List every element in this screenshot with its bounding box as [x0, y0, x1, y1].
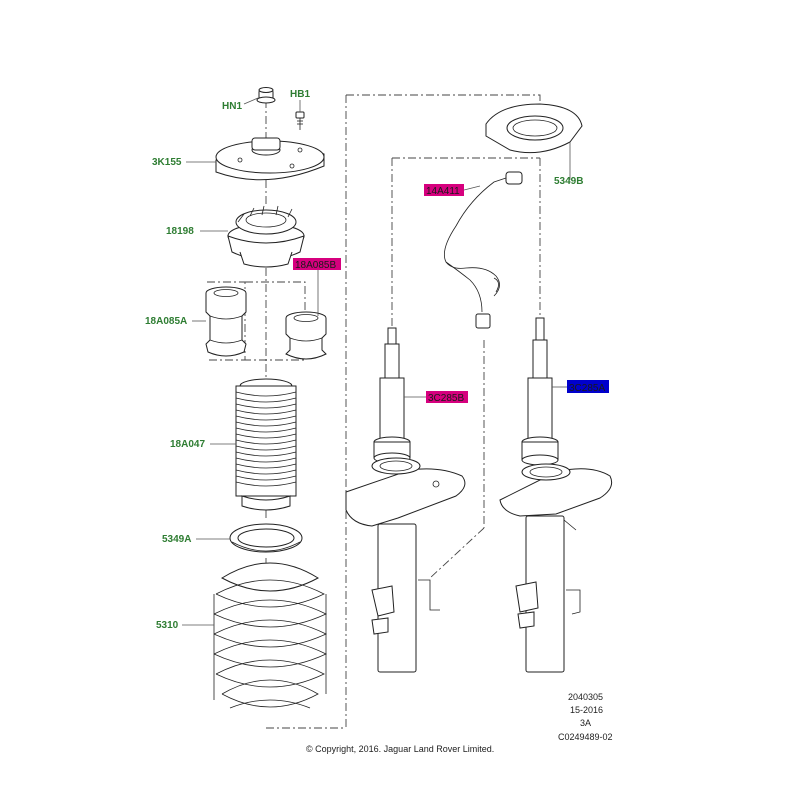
top-mount-plate-3k155 — [215, 137, 325, 181]
leader-lines — [182, 97, 571, 626]
ref-line-1: 2040305 — [568, 692, 603, 702]
label-3k155: 3K155 — [152, 157, 182, 168]
bolt-hb1 — [295, 111, 305, 130]
strut-3c285b — [345, 327, 466, 673]
ref-line-3: 3A — [580, 718, 591, 728]
copyright-notice: © Copyright, 2016. Jaguar Land Rover Lim… — [306, 744, 494, 754]
label-5310: 5310 — [156, 620, 179, 631]
part-labels: HN1 HB1 3K155 18198 18A085B 18A085A 18A0… — [145, 89, 609, 631]
label-5349a: 5349A — [162, 534, 191, 545]
coil-spring-5310 — [213, 562, 327, 709]
label-18198: 18198 — [166, 226, 194, 237]
label-18a085b: 18A085B — [295, 260, 336, 271]
ref-line-2: 15-2016 — [570, 705, 603, 715]
label-18a085a: 18A085A — [145, 316, 187, 327]
label-18a047: 18A047 — [170, 439, 205, 450]
bump-stop-18a085b — [285, 311, 327, 360]
label-hb1: HB1 — [290, 89, 310, 100]
label-3c285b: 3C285B — [428, 393, 464, 404]
highlight-3c285a — [567, 380, 609, 393]
ref-line-4: C0249489-02 — [558, 732, 613, 742]
label-5349b: 5349B — [554, 176, 583, 187]
label-hn1: HN1 — [222, 101, 242, 112]
sensor-harness-14a411 — [443, 171, 523, 329]
highlight-18a085b — [293, 258, 341, 270]
highlight-3c285b — [426, 391, 468, 403]
spring-seat-5349a — [229, 523, 303, 553]
dust-boot-18a047 — [235, 378, 297, 511]
spring-seat-5349b — [485, 103, 583, 154]
strut-3c285a — [499, 317, 613, 673]
nut-hn1 — [256, 87, 276, 104]
highlight-14a411 — [424, 184, 464, 196]
bearing-mount-18198 — [227, 205, 305, 268]
label-14a411: 14A411 — [426, 186, 460, 197]
bump-stop-18a085a — [205, 286, 247, 357]
reference-block: 2040305 15-2016 3A C0249489-02 — [558, 692, 613, 742]
label-3c285a: 3C285A — [569, 383, 605, 394]
